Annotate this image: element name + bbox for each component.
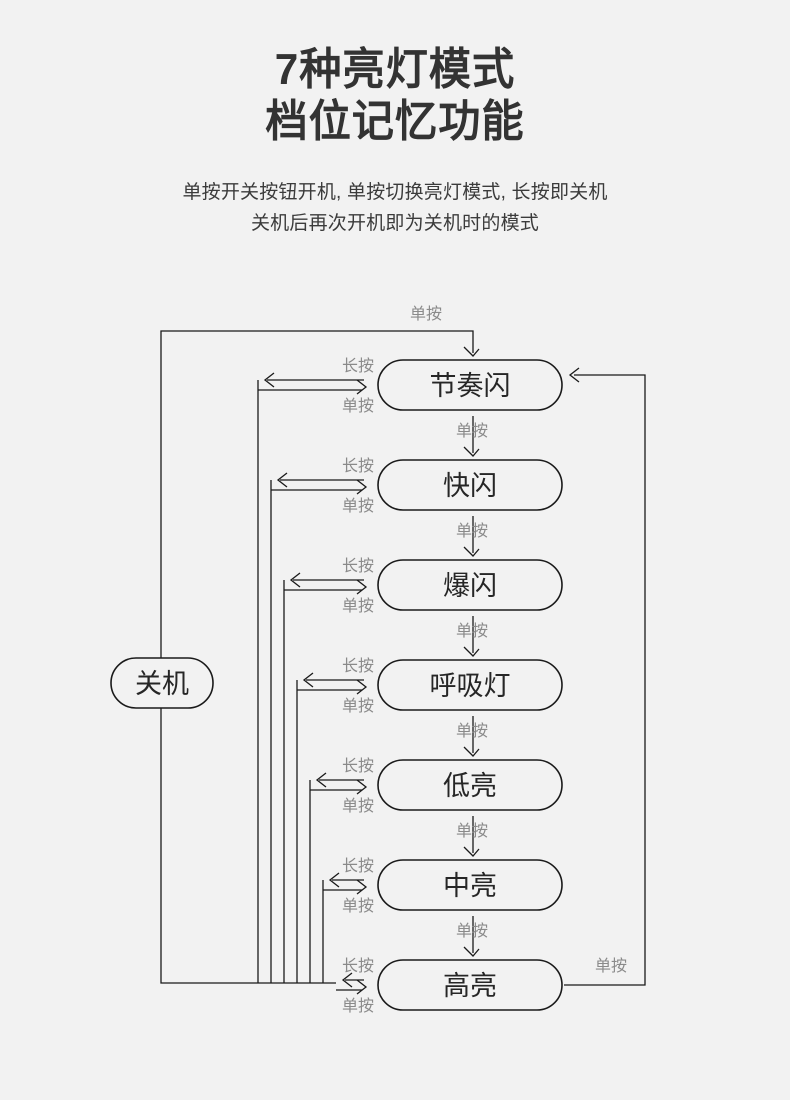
- edge-label-next-mode-4: 单按: [456, 722, 488, 740]
- edge-label-next-mode-2: 单按: [456, 522, 488, 540]
- arrowhead-next-mode-3: [463, 646, 480, 657]
- mode-node-label-5: 低亮: [443, 771, 497, 801]
- edge-poweron-to-mode1: [160, 330, 474, 658]
- arrowhead-shortpress-5: [356, 779, 368, 795]
- power-off-node-label: 关机: [135, 669, 189, 699]
- edge-label-longpress-2: 长按: [342, 457, 374, 475]
- edge-label-shortpress-1: 单按: [342, 397, 374, 415]
- edge-label-longpress-3: 长按: [342, 557, 374, 575]
- mode-flow-svg: 单按单按单按单按单按单按单按长按单按长按单按长按单按长按单按长按单按长按单按长按…: [110, 305, 646, 1015]
- mode-node-shape-1: [377, 359, 563, 411]
- edge-label-next-mode-1: 单按: [456, 422, 488, 440]
- arrowhead-shortpress-6: [356, 879, 368, 895]
- arrowhead-longpress-1: [263, 372, 275, 388]
- edge-label-shortpress-6: 单按: [342, 897, 374, 915]
- mode-node-shape-7: [377, 959, 563, 1011]
- mode-node-label-6: 中亮: [443, 871, 497, 901]
- mode-flow-diagram: 单按单按单按单按单按单按单按长按单按长按单按长按单按长按单按长按单按长按单按长按…: [0, 270, 790, 1060]
- edge-bottom-return-to-off: [160, 708, 336, 984]
- mode-node-label-3: 爆闪: [443, 571, 497, 601]
- page-subtitle-line-2: 关机后再次开机即为关机时的模式: [250, 212, 539, 234]
- mode-node-4[interactable]: 呼吸灯: [377, 659, 563, 711]
- edge-label-shortpress-3: 单按: [342, 597, 374, 615]
- mode-node-label-2: 快闪: [443, 471, 497, 501]
- edge-label-longpress-7: 长按: [342, 957, 374, 975]
- arrowhead-next-mode-4: [463, 746, 480, 757]
- arrowhead-next-mode-2: [463, 546, 480, 557]
- edge-label-shortpress-5: 单按: [342, 797, 374, 815]
- power-off-node[interactable]: 关机: [110, 657, 214, 709]
- mode-node-label-4: 呼吸灯: [430, 671, 511, 701]
- mode-node-7[interactable]: 高亮: [377, 959, 563, 1011]
- arrowhead-longpress-7: [341, 972, 353, 988]
- page-title-line-1: 7种亮灯模式: [274, 45, 516, 94]
- page-title-block: 7种亮灯模式 档位记忆功能: [0, 0, 790, 148]
- mode-node-1[interactable]: 节奏闪: [377, 359, 563, 411]
- mode-node-shape-3: [377, 559, 563, 611]
- arrowhead-next-mode-6: [463, 946, 480, 957]
- edge-label-next-mode-5: 单按: [456, 822, 488, 840]
- page-subtitle-line-1: 单按开关按钮开机, 单按切换亮灯模式, 长按即关机: [182, 181, 608, 203]
- power-off-node-shape: [110, 657, 214, 709]
- page-subtitle-block: 单按开关按钮开机, 单按切换亮灯模式, 长按即关机 关机后再次开机即为关机时的模…: [0, 178, 790, 240]
- edge-label-longpress-1: 长按: [342, 357, 374, 375]
- edge-label-wraparound: 单按: [595, 957, 627, 975]
- arrowhead-longpress-5: [315, 772, 327, 788]
- arrowhead-next-mode-5: [463, 846, 480, 857]
- arrowhead-next-mode-1: [463, 446, 480, 457]
- mode-node-shape-4: [377, 659, 563, 711]
- edge-label-shortpress-2: 单按: [342, 497, 374, 515]
- mode-node-label-7: 高亮: [443, 971, 497, 1001]
- mode-node-2[interactable]: 快闪: [377, 459, 563, 511]
- arrowhead-shortpress-4: [356, 679, 368, 695]
- mode-node-shape-2: [377, 459, 563, 511]
- arrowhead-longpress-3: [289, 572, 301, 588]
- arrowhead-shortpress-7: [356, 979, 368, 995]
- diagram-edges: 单按单按单按单按单按单按单按长按单按长按单按长按单按长按单按长按单按长按单按长按…: [160, 305, 646, 1015]
- mode-node-label-1: 节奏闪: [430, 371, 511, 401]
- arrowhead-shortpress-2: [356, 479, 368, 495]
- edge-label-longpress-6: 长按: [342, 857, 374, 875]
- edge-label-longpress-5: 长按: [342, 757, 374, 775]
- edge-label-next-mode-3: 单按: [456, 622, 488, 640]
- mode-node-6[interactable]: 中亮: [377, 859, 563, 911]
- edge-label-poweron: 单按: [410, 305, 442, 323]
- mode-node-shape-6: [377, 859, 563, 911]
- edge-label-shortpress-7: 单按: [342, 997, 374, 1015]
- arrowhead-shortpress-3: [356, 579, 368, 595]
- mode-node-5[interactable]: 低亮: [377, 759, 563, 811]
- edge-wraparound-to-mode1: [564, 374, 646, 986]
- edge-label-longpress-4: 长按: [342, 657, 374, 675]
- arrowhead-poweron: [463, 346, 480, 357]
- arrowhead-wraparound: [568, 367, 580, 383]
- mode-node-shape-5: [377, 759, 563, 811]
- edge-label-shortpress-4: 单按: [342, 697, 374, 715]
- arrowhead-longpress-6: [328, 872, 340, 888]
- page-title-line-2: 档位记忆功能: [265, 96, 525, 146]
- arrowhead-longpress-4: [302, 672, 314, 688]
- edge-label-next-mode-6: 单按: [456, 922, 488, 940]
- arrowhead-longpress-2: [276, 472, 288, 488]
- arrowhead-shortpress-1: [356, 379, 368, 395]
- mode-node-3[interactable]: 爆闪: [377, 559, 563, 611]
